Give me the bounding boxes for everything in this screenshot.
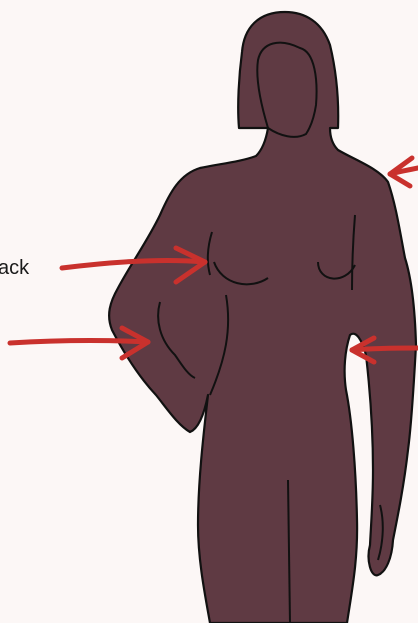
arrow-hip xyxy=(10,328,148,358)
arrow-shoulder xyxy=(390,158,418,186)
back-label: ack xyxy=(0,257,29,280)
